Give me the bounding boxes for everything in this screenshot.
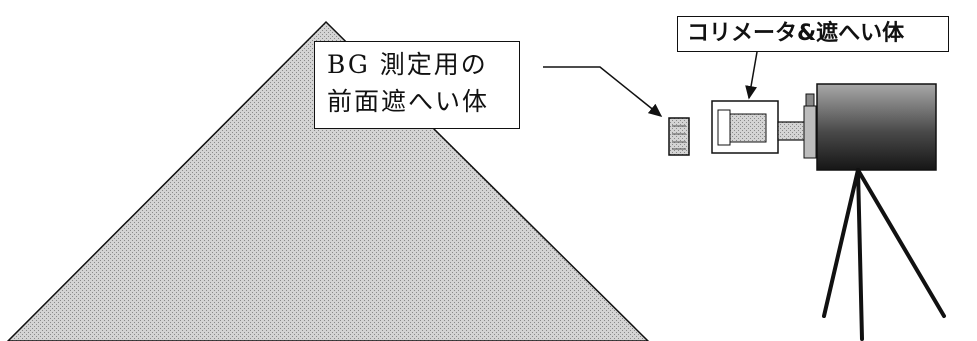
collimator-leader-arrow — [745, 51, 758, 100]
bg-front-shield — [668, 117, 690, 156]
bg-measurement-front-shield-label: BG 測定用の 前面遮へい体 — [314, 41, 520, 129]
triangular-pile — [6, 20, 650, 341]
collimator-shield-label: コリメータ&遮へい体 — [677, 16, 949, 52]
bg-shield-leader-arrow — [543, 66, 663, 117]
bg-label-line-1: BG 測定用の — [327, 50, 488, 79]
bg-label-line-2: 前面遮へい体 — [327, 87, 490, 116]
collimator-label-text: コリメータ&遮へい体 — [687, 21, 905, 46]
tripod — [822, 168, 946, 341]
collimator-shield — [711, 100, 809, 154]
detector — [803, 83, 937, 171]
